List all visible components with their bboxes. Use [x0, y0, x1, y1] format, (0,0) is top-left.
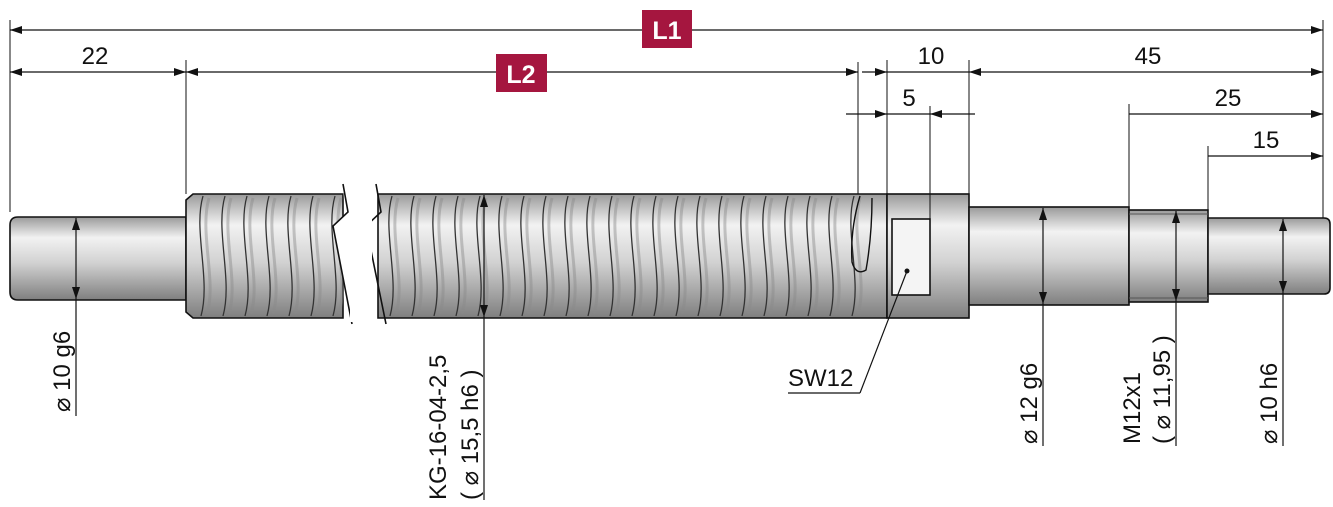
extension-lines [9, 20, 1324, 219]
thread-groove [586, 195, 592, 317]
l2-badge [496, 54, 547, 92]
thread-groove-shade [767, 197, 775, 315]
callout-left-journal: ⌀ 10 g6 [49, 331, 76, 412]
thread-groove [410, 195, 416, 317]
callout-right-journal: ⌀ 10 h6 [1256, 363, 1283, 444]
callout-metric-thread-dia: ( ⌀ 11,95 ) [1149, 335, 1176, 444]
thread-groove-shade [855, 197, 863, 315]
thread-groove [287, 195, 293, 317]
dim-22: 22 [82, 43, 109, 70]
thread-groove [388, 195, 394, 317]
thread-groove [674, 195, 680, 317]
thread-groove-shade [459, 197, 467, 315]
thread-groove-shade [415, 197, 423, 315]
thread-groove [331, 195, 337, 317]
dim-15: 15 [1253, 127, 1280, 154]
thread-groove-shade [437, 197, 445, 315]
thread-groove-shade [701, 197, 709, 315]
bearing-journal [968, 206, 1130, 306]
thread-groove-shade [503, 197, 511, 315]
thread-groove-shade [745, 197, 753, 315]
thread-groove [542, 195, 548, 317]
thread-groove [199, 195, 205, 317]
thread-groove [740, 195, 746, 317]
l2-badge-label: L2 [506, 61, 535, 89]
wrench-flat [891, 218, 931, 296]
thread-grooves [199, 195, 863, 317]
callout-metric-thread: M12x1 [1119, 372, 1146, 444]
thread-groove-shade [789, 197, 797, 315]
thread-groove-shade [226, 197, 234, 315]
thread-groove [243, 195, 249, 317]
l1-badge [642, 10, 692, 48]
right-journal [1207, 217, 1331, 295]
thread-groove [564, 195, 570, 317]
thread-groove [652, 195, 658, 317]
thread-groove [784, 195, 790, 317]
callout-thread-spec: KG-16-04-2,5 [425, 355, 452, 500]
left-journal [9, 216, 187, 301]
thread-groove-shade [393, 197, 401, 315]
thread-section-left [185, 193, 344, 319]
thread-groove [221, 195, 227, 317]
thread-groove-shade [270, 197, 278, 315]
thread-groove [498, 195, 504, 317]
dim-10: 10 [918, 43, 945, 70]
callout-bearing-journal: ⌀ 12 g6 [1016, 363, 1043, 444]
thread-groove [520, 195, 526, 317]
thread-groove [806, 195, 812, 317]
thread-groove-shade [248, 197, 256, 315]
thread-groove-shade [613, 197, 621, 315]
thread-groove [762, 195, 768, 317]
thread-groove-shade [204, 197, 212, 315]
thread-groove-shade [591, 197, 599, 315]
thread-groove [828, 195, 834, 317]
thread-groove [608, 195, 614, 317]
shaft [9, 183, 1331, 325]
thread-groove-shade [723, 197, 731, 315]
thread-groove-shade [569, 197, 577, 315]
thread-groove-shade [811, 197, 819, 315]
thread-groove-shade [833, 197, 841, 315]
l1-badge-label: L1 [652, 17, 681, 45]
thread-groove [432, 195, 438, 317]
callout-sw12: SW12 [788, 365, 853, 392]
thread-groove-shade [292, 197, 300, 315]
sw12-leader-dot [904, 268, 910, 274]
dim-45: 45 [1135, 43, 1162, 70]
dim-5: 5 [902, 85, 915, 112]
thread-groove-shade [314, 197, 322, 315]
thread-groove [630, 195, 636, 317]
metric-thread [1128, 209, 1209, 303]
break-mark-right [365, 183, 387, 325]
thread-groove [454, 195, 460, 317]
dim-25: 25 [1215, 85, 1242, 112]
thread-groove-shade [635, 197, 643, 315]
callout-thread-dia: ( ⌀ 15,5 h6 ) [457, 369, 484, 500]
thread-groove [696, 195, 702, 317]
thread-groove-shade [525, 197, 533, 315]
thread-groove-shade [679, 197, 687, 315]
thread-groove-shade [547, 197, 555, 315]
thread-groove [309, 195, 315, 317]
thread-groove [850, 195, 856, 317]
thread-groove-shade [657, 197, 665, 315]
thread-runout [851, 195, 873, 273]
thread-groove [265, 195, 271, 317]
thread-groove [718, 195, 724, 317]
break-mark-left [332, 183, 353, 325]
